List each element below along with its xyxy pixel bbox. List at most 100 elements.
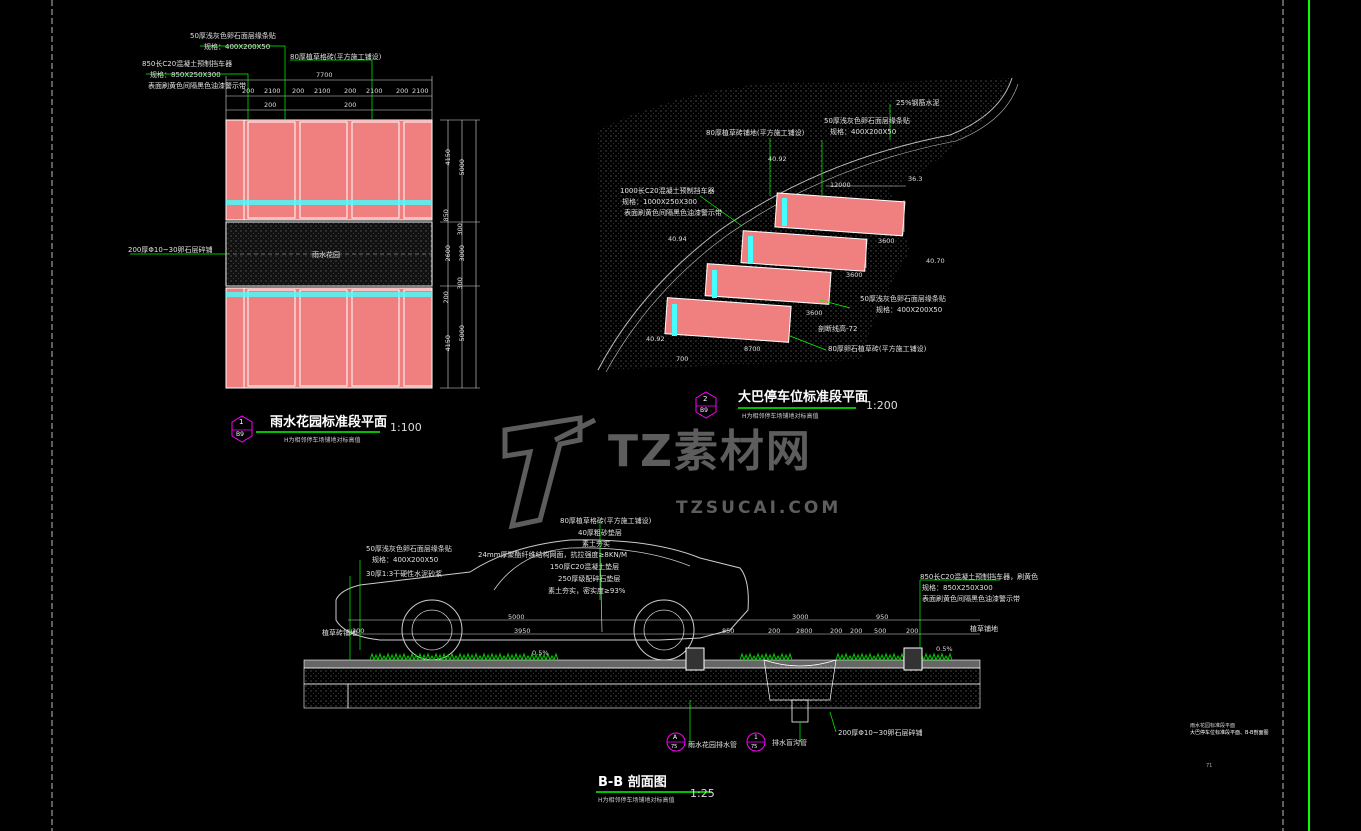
section-layer-3: 素土夯实 (582, 540, 610, 548)
plan1-drawing (130, 45, 480, 443)
section-scale: 1:25 (690, 787, 715, 800)
section-side-right: 植草铺地 (970, 625, 998, 633)
section-slope-right: 0.5% (936, 645, 953, 653)
section-layer-7: 素土夯实，密实度≥93% (548, 587, 626, 595)
section-dim-4: 200 (352, 627, 365, 635)
plan2-dim-1: 12000 (830, 181, 851, 189)
plan1-dim-r10: 5000 (458, 324, 467, 342)
plan1-dim-r3: 850 (441, 209, 450, 222)
plan2-elev-4: 40.70 (926, 257, 945, 265)
section-note-paving: 50厚浅灰色卵石面层缘条贴 (366, 545, 452, 553)
watermark-url: TZSUCAI.COM (676, 498, 842, 518)
plan2-note-grass2: 80厚卵石植草砖(平方施工铺设) (828, 345, 927, 353)
plan1-note-paving: 50厚浅灰色卵石面层缘条贴 (190, 32, 276, 40)
plan1-dim-2: 2100 (264, 87, 281, 95)
section-dim-9: 200 (830, 627, 843, 635)
plan1-dim-8: 2100 (412, 87, 429, 95)
section-note-mortar: 30厚1:3干硬性水泥砂浆 (366, 570, 443, 578)
plan1-title: 雨水花园标准段平面 (270, 415, 388, 430)
plan1-dim-5: 200 (344, 87, 357, 95)
plan1-dim-r7: 300 (455, 277, 464, 290)
plan1-note-stopper-paint: 表面刷黄色间隔黑色油漆警示带 (148, 82, 246, 90)
titleblock-line2: 大巴停车位标准段平面、B-B剖面图 (1190, 730, 1269, 736)
plan2-note-stopper-paint: 表面刷黄色间隔黑色油漆警示带 (624, 209, 722, 217)
plan2-dim-3: 3600 (846, 271, 863, 279)
plan1-dim-r2: 5000 (458, 158, 467, 176)
section-layer-4: 24mm厚聚酯纤维结构网面，抗拉强度≥8KN/M (478, 551, 628, 559)
plan2-elev-1: 40.92 (768, 155, 787, 163)
plan2-note-section: 剖断线高-72 (818, 325, 858, 333)
section-bubble2-bottom: 75 (751, 744, 758, 750)
section-dim-12: 200 (906, 627, 919, 635)
plan1-note-paving-spec: 规格：400X200X50 (204, 43, 271, 51)
plan2-note-cement: 25%钢筋水泥 (896, 99, 940, 107)
plan1-label-garden: 雨水花园 (312, 251, 340, 259)
section-subtitle: H为相邻停车场铺地对标高值 (598, 797, 675, 804)
section-note-gravel: 200厚Φ10~30卵石层碎铺 (838, 729, 923, 737)
plan1-dim-r1: 4150 (444, 148, 453, 166)
section-note-drainpipe: 雨水花园排水管 (688, 741, 737, 749)
plan2-note-stopper-spec: 规格：1000X250X300 (622, 198, 698, 206)
section-layer-6: 250厚级配碎石垫层 (558, 575, 621, 583)
plan2-note-paving: 50厚浅灰色卵石面层缘条贴 (824, 117, 910, 125)
plan1-scale: 1:100 (390, 421, 422, 434)
section-note-stopper-spec: 规格：850X250X300 (922, 584, 993, 592)
plan2-drawing (597, 77, 1019, 419)
section-dim-11: 500 (874, 627, 887, 635)
watermark-text: TZ素材网 (608, 426, 812, 477)
section-dim-10: 200 (850, 627, 863, 635)
plan1-dim-r5: 2600 (444, 244, 453, 262)
plan1-dim-7: 200 (396, 87, 409, 95)
plan2-note-paving2-spec: 规格：400X200X50 (876, 306, 943, 314)
plan2-elev-5: 40.92 (646, 335, 665, 343)
section-dim-5: 3950 (514, 627, 531, 635)
section-dim-8: 2800 (796, 627, 813, 635)
plan2-note-grass: 80厚植草砖铺地(平方施工铺设) (706, 129, 805, 137)
section-dim-6: 850 (722, 627, 735, 635)
plan2-ref-num: 2 (703, 395, 708, 403)
plan1-dim-9: 200 (264, 101, 277, 109)
section-side-left: 植草砖铺地 (322, 629, 357, 637)
section-slope-left: 0.5% (532, 649, 549, 657)
section-dim-7: 200 (768, 627, 781, 635)
section-layer-5: 150厚C20混凝土垫层 (550, 563, 620, 571)
plan2-note-paving2: 50厚浅灰色卵石面层缘条贴 (860, 295, 946, 303)
section-note-blindditch: 排水盲沟管 (772, 739, 807, 747)
section-title: B-B 剖面图 (598, 775, 667, 790)
section-note-paving-spec: 规格：400X200X50 (372, 556, 439, 564)
titleblock-page: 71 (1206, 763, 1213, 769)
section-layer-1: 80厚植草格砖(平方施工铺设) (560, 517, 652, 525)
plan2-dim-6: 700 (676, 355, 689, 363)
plan1-note-grass: 80厚植草格砖(平方施工铺设) (290, 53, 382, 61)
plan2-subtitle: H为相邻停车场铺地对标高值 (742, 413, 819, 420)
plan1-note-stopper: 850长C20混凝土预制挡车器 (142, 60, 233, 68)
plan2-scale: 1:200 (866, 399, 898, 412)
plan1-dim-r6: 3000 (458, 244, 467, 262)
plan2-elev-2: 36.3 (908, 175, 923, 183)
plan1-dim-6: 2100 (366, 87, 383, 95)
plan2-note-paving-spec: 规格：400X200X50 (830, 128, 897, 136)
plan1-dim-r9: 4150 (444, 334, 453, 352)
plan2-dim-5: 8700 (744, 345, 761, 353)
section-note-stopper-paint: 表面刷黄色间隔黑色油漆警示带 (922, 595, 1020, 603)
plan1-subtitle: H为相邻停车场铺地对标高值 (284, 437, 361, 444)
plan2-dim-2: 3600 (878, 237, 895, 245)
section-dim-3: 950 (876, 613, 889, 621)
section-layer-2: 40厚粗砂垫层 (578, 529, 622, 537)
plan1-note-gravel: 200厚Φ10~30卵石层碎铺 (128, 246, 213, 254)
section-note-stopper: 850长C20混凝土预制挡车器，刷黄色 (920, 573, 1039, 581)
plan1-dim-r8: 200 (441, 291, 450, 304)
plan2-elev-3: 40.94 (668, 235, 687, 243)
plan1-dim-4: 2100 (314, 87, 331, 95)
plan1-ref-sheet: B9 (236, 431, 244, 438)
plan2-dim-4: 3600 (806, 309, 823, 317)
section-bubble2-top: 1 (754, 734, 758, 741)
plan1-ref-num: 1 (239, 418, 244, 426)
section-bubble1-bottom: 75 (671, 744, 678, 750)
plan2-title: 大巴停车位标准段平面 (738, 390, 869, 405)
plan1-dim-r4: 300 (455, 223, 464, 236)
plan1-dim-3: 200 (292, 87, 305, 95)
plan2-note-stopper: 1000长C20混凝土预制挡车器 (620, 187, 715, 195)
plan1-dim-total: 7700 (316, 71, 333, 79)
